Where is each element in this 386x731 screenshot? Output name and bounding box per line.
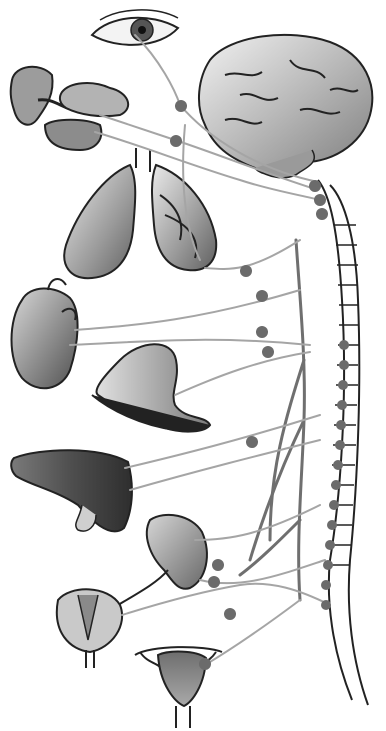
ganglion-chain-4 (337, 400, 347, 410)
ganglion-cervical-2 (314, 194, 326, 206)
ganglion-gastric (262, 346, 274, 358)
brain (199, 35, 372, 178)
liver (11, 450, 132, 531)
lungs (64, 148, 216, 278)
ganglion-vesical (224, 608, 236, 620)
kidney (118, 515, 207, 605)
ganglion-chain-14 (321, 600, 331, 610)
ganglion-chain-8 (331, 480, 341, 490)
ganglion-cervical-3 (316, 208, 328, 220)
ganglion-chain-1 (339, 340, 349, 350)
ganglion-chain-3 (338, 380, 348, 390)
ganglion-chain-6 (335, 440, 345, 450)
ganglion-cervical-1 (309, 180, 321, 192)
ganglion-renal-2 (208, 576, 220, 588)
sympathetic-chain (240, 240, 304, 600)
ganglion-chain-10 (327, 520, 337, 530)
ganglion-hepatic (246, 436, 258, 448)
ganglion-cardiac-1 (256, 290, 268, 302)
ganglion-pulmonary (240, 265, 252, 277)
ganglion-chain-9 (329, 500, 339, 510)
ganglion-chain-2 (339, 360, 349, 370)
ganglion-ciliary (175, 100, 187, 112)
ganglion-chain-11 (325, 540, 335, 550)
ganglion-chain-13 (321, 580, 331, 590)
heart (12, 279, 78, 388)
bladder (57, 589, 122, 668)
ganglion-chain-5 (336, 420, 346, 430)
ganglion-chain-12 (323, 560, 333, 570)
ganglion-chain-7 (333, 460, 343, 470)
ganglion-uterine (199, 658, 211, 670)
ganglion-renal-1 (212, 559, 224, 571)
uterus (135, 647, 222, 728)
ganglion-cardiac-2 (256, 326, 268, 338)
eye (92, 10, 178, 45)
ganglion-otic (170, 135, 182, 147)
